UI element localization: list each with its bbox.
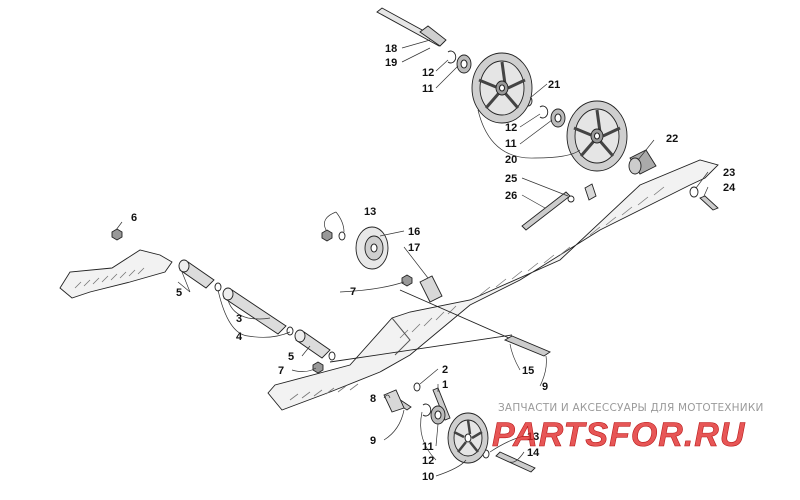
- callout-8: 8: [370, 393, 376, 405]
- callout-20: 20: [505, 154, 517, 166]
- watermark-logo: PARTSFOR.RU: [492, 416, 746, 455]
- callout-7: 7: [350, 286, 356, 298]
- callout-11: 11: [422, 83, 434, 95]
- leader-lines: [115, 39, 709, 477]
- callout-11: 11: [422, 441, 434, 453]
- watermark-logo-text: PARTSFOR.RU: [492, 416, 746, 454]
- spacer-tube-left: [178, 259, 215, 289]
- callout-21: 21: [548, 79, 560, 91]
- callout-6: 6: [131, 212, 137, 224]
- callout-12: 12: [505, 122, 517, 134]
- upper-axle-shaft: [376, 7, 447, 47]
- callout-17: 17: [408, 242, 420, 254]
- callout-10: 10: [422, 471, 434, 483]
- idler-wheel-upper-left: [471, 52, 533, 124]
- washer-25: [567, 195, 575, 203]
- watermark-caption: ЗАПЧАСТИ И АКСЕССУАРЫ ДЛЯ МОТОТЕХНИКИ: [498, 402, 764, 414]
- callout-13: 13: [364, 206, 376, 218]
- callout-18: 18: [385, 43, 397, 55]
- callout-5: 5: [176, 287, 182, 299]
- right-slide-rail: [267, 159, 719, 411]
- brackets: [383, 183, 597, 413]
- bolts: [394, 191, 719, 473]
- callout-16: 16: [408, 226, 420, 238]
- callout-15: 15: [522, 365, 534, 377]
- callout-25: 25: [505, 173, 517, 185]
- rear-axle-spacer-22: [628, 149, 657, 175]
- idler-wheel-upper-right: [566, 100, 628, 172]
- callout-labels: 18 19 12 11 21 12 11 20 22 25 26 23 24 6…: [131, 43, 736, 483]
- callout-24: 24: [723, 182, 736, 194]
- callout-26: 26: [505, 190, 517, 202]
- callout-23: 23: [723, 167, 735, 179]
- left-slide-rail: [59, 249, 173, 299]
- bearings: [430, 54, 566, 425]
- callout-3: 3: [236, 313, 242, 325]
- callout-22: 22: [666, 133, 678, 145]
- spacer-tube-long: [222, 287, 287, 335]
- callout-9: 9: [542, 381, 548, 393]
- spacer-tube-right: [294, 329, 331, 359]
- callout-5: 5: [288, 351, 294, 363]
- callout-1: 1: [442, 379, 448, 391]
- nuts: [111, 228, 413, 374]
- callout-19: 19: [385, 57, 397, 69]
- callout-12: 12: [422, 455, 434, 467]
- callout-7: 7: [278, 365, 284, 377]
- callout-12: 12: [422, 67, 434, 79]
- callout-9: 9: [370, 435, 376, 447]
- cross-shaft-lower: [329, 289, 519, 363]
- idler-wheel-middle: [355, 226, 389, 270]
- idler-wheel-lower: [447, 412, 489, 464]
- callout-2: 2: [442, 364, 448, 376]
- snap-rings: [422, 50, 549, 417]
- callout-14: 14: [527, 447, 540, 459]
- callout-11: 11: [505, 138, 517, 150]
- washers: [214, 186, 699, 459]
- callout-13: 13: [527, 431, 539, 443]
- callout-4: 4: [236, 331, 243, 343]
